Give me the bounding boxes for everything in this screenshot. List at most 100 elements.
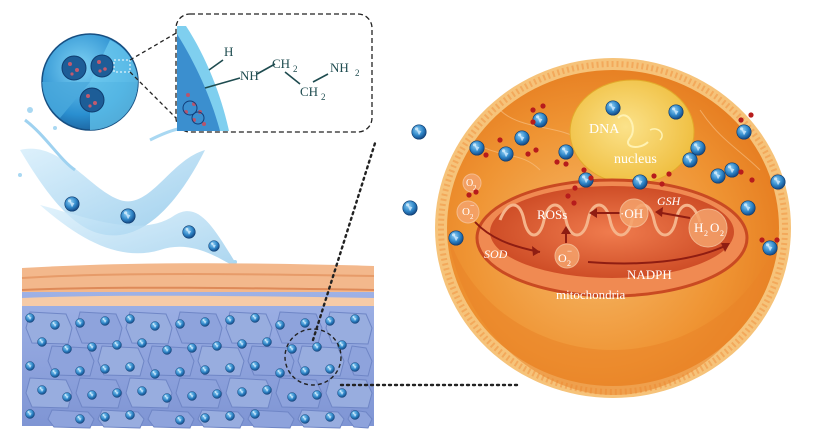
- svg-text:2: 2: [704, 229, 708, 238]
- nanoparticle-icon: [469, 140, 485, 156]
- nanoparticle-icon: [262, 337, 272, 347]
- ros-red-dot-icon: [774, 237, 780, 243]
- nanoparticle-icon: [350, 410, 360, 420]
- nanoparticle-icon: [275, 320, 285, 330]
- zoom-circle: [284, 328, 342, 386]
- nanoparticle-icon: [200, 317, 210, 327]
- nanoparticle-icon: [250, 409, 260, 419]
- nanoparticle-icon: [632, 174, 648, 190]
- ros-red-dot-icon: [466, 192, 472, 198]
- ros-red-dot-icon: [483, 152, 489, 158]
- chemical-structure-inset: H NH CH 2 CH 2 NH 2: [175, 13, 373, 133]
- tissue-cell: [125, 377, 173, 409]
- nanoparticle-icon: [287, 392, 297, 402]
- ros-red-dot-icon: [563, 161, 569, 167]
- nanoparticle-icon: [125, 362, 135, 372]
- nanoparticle-icon: [75, 414, 85, 424]
- nucleus: DNA nucleus: [569, 79, 695, 185]
- nanoparticle-icon: [100, 364, 110, 374]
- nanoparticle-icon: [175, 367, 185, 377]
- skin-tissue-block: [21, 263, 375, 429]
- svg-text:−: −: [567, 246, 572, 256]
- nanoparticle-icon: [762, 240, 778, 256]
- ros-red-dot-icon: [565, 193, 571, 199]
- atom-nh2: NH: [330, 60, 349, 75]
- svg-text:O: O: [710, 220, 719, 235]
- nanoparticle-icon: [690, 140, 706, 156]
- nanoparticle-icon: [37, 337, 47, 347]
- atom-h: H: [224, 44, 233, 59]
- ros-red-dot-icon: [530, 119, 536, 125]
- ros-red-dot-icon: [571, 200, 577, 206]
- nanoparticle-icon: [682, 152, 698, 168]
- nanoparticle-icon: [710, 168, 726, 184]
- svg-text:2: 2: [473, 184, 477, 192]
- ros-red-dot-icon: [525, 151, 531, 157]
- nanoparticle-icon: [162, 345, 172, 355]
- nanoparticle-icon: [237, 387, 247, 397]
- nanoparticle-icon: [200, 413, 210, 423]
- nanoparticle-icon: [112, 388, 122, 398]
- mitochondria: mitochondria: [475, 178, 749, 302]
- nanoparticle-icon: [275, 368, 285, 378]
- ros-red-dot-icon: [738, 117, 744, 123]
- nanoparticle-icon: [87, 342, 97, 352]
- ros-red-dot-icon: [759, 237, 765, 243]
- tissue-cell: [75, 311, 123, 345]
- nanoparticle-icon: [605, 100, 621, 116]
- svg-text:H: H: [694, 220, 703, 235]
- nanoparticle-icon: [150, 369, 160, 379]
- nanoparticle-icon: [514, 130, 530, 146]
- nucleus-label: nucleus: [614, 152, 657, 167]
- nanoparticle-icon: [558, 144, 574, 160]
- ros-red-dot-icon: [588, 175, 594, 181]
- nanoparticle-icon: [25, 409, 35, 419]
- h2o2-label: H 2 O 2: [694, 220, 724, 238]
- ros-red-dot-icon: [497, 137, 503, 143]
- dna-strand-icon: [617, 114, 649, 148]
- cell-labels: ROSs ·OH GSH H 2 O 2 SOD O 2 − O 2 − O 2…: [462, 178, 724, 282]
- nanoparticle-icon: [200, 365, 210, 375]
- ros-red-dot-icon: [533, 147, 539, 153]
- superoxide-label-top: O 2: [466, 178, 477, 192]
- nanoparticle-icon: [350, 314, 360, 324]
- nanoparticle-icon: [411, 124, 427, 140]
- nanoparticle-icon: [740, 200, 756, 216]
- nanoparticle-icon: [50, 368, 60, 378]
- svg-text:O: O: [558, 251, 567, 265]
- tissue-cell: [25, 311, 73, 345]
- svg-text:O: O: [462, 206, 470, 218]
- nanoparticle-icon: [87, 390, 97, 400]
- ros-label: ROSs: [537, 207, 567, 222]
- nanoparticle-icon: [350, 362, 360, 372]
- nanoparticle-icon: [62, 344, 72, 354]
- nanoparticle-icon: [237, 339, 247, 349]
- nanoparticle-icon: [325, 316, 335, 326]
- nanoparticle-icon: [300, 366, 310, 376]
- ros-red-dot-icon: [738, 169, 744, 175]
- tissue-cell: [125, 311, 173, 345]
- nanoparticle-icon: [668, 104, 684, 120]
- nanoparticle-icon: [100, 316, 110, 326]
- superoxide-label: O 2 −: [558, 246, 572, 268]
- nanoparticle-sphere: [41, 33, 139, 131]
- nanoparticle-icon: [175, 415, 185, 425]
- nanoparticle-icon: [448, 230, 464, 246]
- reaction-arrows: [474, 207, 730, 265]
- nanoparticle-icon: [402, 200, 418, 216]
- nadph-label: NADPH: [627, 267, 672, 282]
- nanoparticle-icon: [498, 146, 514, 162]
- nanoparticle-icon: [187, 343, 197, 353]
- svg-text:2: 2: [470, 213, 474, 221]
- nanoparticle-icon: [312, 342, 322, 352]
- tissue-cell: [225, 377, 273, 409]
- ros-red-dot-icon: [749, 177, 755, 183]
- nanoparticle-icon: [62, 392, 72, 402]
- svg-text:2: 2: [567, 259, 571, 268]
- nanoparticle-icon: [25, 361, 35, 371]
- nanoparticle-icon: [50, 320, 60, 330]
- water-splash-icon: [18, 107, 240, 270]
- tissue-cell: [75, 377, 123, 409]
- nanoparticle-icon: [225, 411, 235, 421]
- nanoparticle-icon: [312, 390, 322, 400]
